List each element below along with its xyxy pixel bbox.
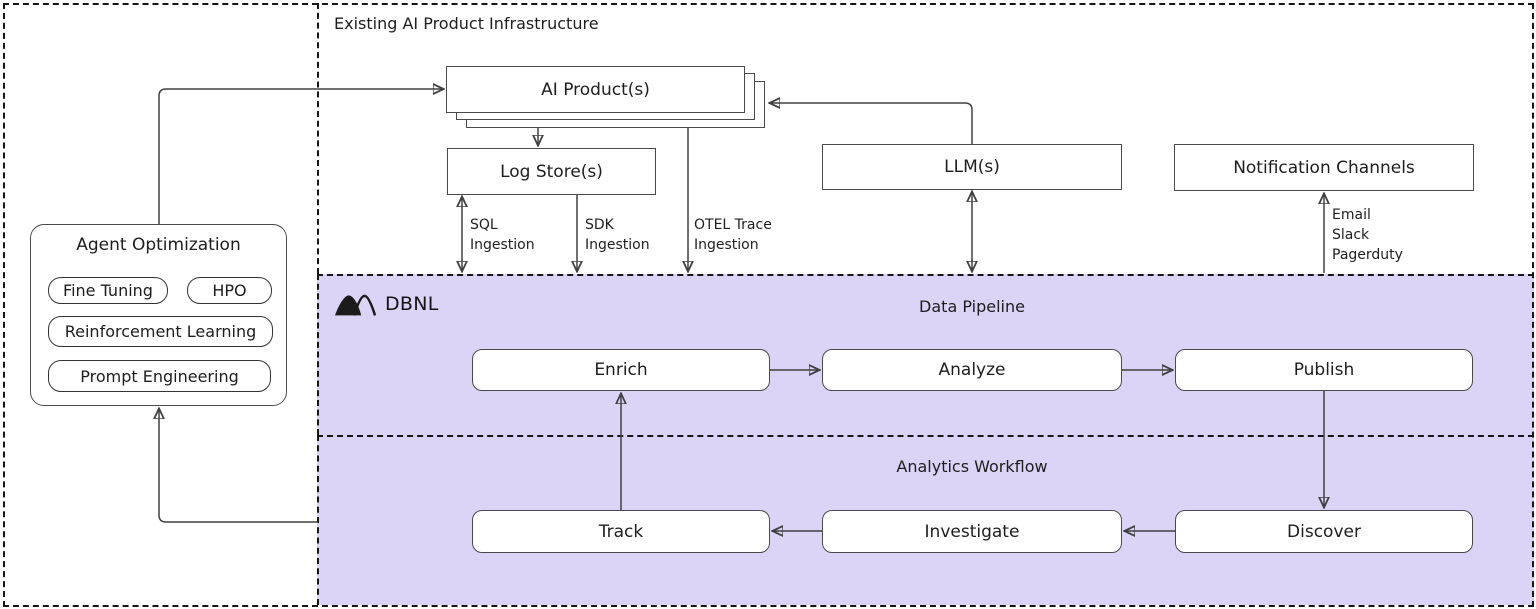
ai-product-node: AI Product(s) — [446, 66, 745, 113]
track-node: Track — [472, 510, 770, 553]
publish-node: Publish — [1175, 349, 1473, 391]
pill-fine-tuning: Fine Tuning — [48, 277, 168, 304]
data-pipeline-title: Data Pipeline — [919, 297, 1025, 316]
investigate-node: Investigate — [822, 510, 1122, 553]
edge-agent-to-aiproduct — [158, 89, 443, 224]
edge-feedback-to-agent — [159, 409, 318, 523]
agent-optimization-title: Agent Optimization — [76, 235, 241, 255]
analyze-node: Analyze — [822, 349, 1122, 391]
sdk-ingestion-label: SDK Ingestion — [585, 217, 650, 253]
edge-llm-to-aiproduct — [770, 103, 973, 144]
pill-reinforcement-learning: Reinforcement Learning — [48, 316, 273, 347]
notification-channels-node: Notification Channels — [1174, 144, 1474, 191]
notification-methods-label: Email Slack Pagerduty — [1332, 207, 1403, 263]
sql-ingestion-label: SQL Ingestion — [470, 217, 535, 253]
dbnl-mountain-icon — [334, 294, 376, 316]
enrich-node: Enrich — [472, 349, 770, 391]
left-panel-divider — [317, 3, 319, 274]
infrastructure-title: Existing AI Product Infrastructure — [334, 14, 599, 33]
dbnl-brand-text: DBNL — [385, 292, 439, 315]
llm-node: LLM(s) — [822, 144, 1122, 190]
discover-node: Discover — [1175, 510, 1473, 553]
dbnl-brand: DBNL — [334, 290, 439, 317]
agent-optimization-box: Agent Optimization Fine Tuning HPO Reinf… — [30, 224, 287, 406]
log-store-node: Log Store(s) — [447, 148, 656, 195]
pill-prompt-engineering: Prompt Engineering — [48, 360, 271, 392]
analytics-workflow-title: Analytics Workflow — [896, 457, 1048, 476]
pill-hpo: HPO — [187, 277, 272, 304]
otel-ingestion-label: OTEL Trace Ingestion — [694, 217, 772, 253]
